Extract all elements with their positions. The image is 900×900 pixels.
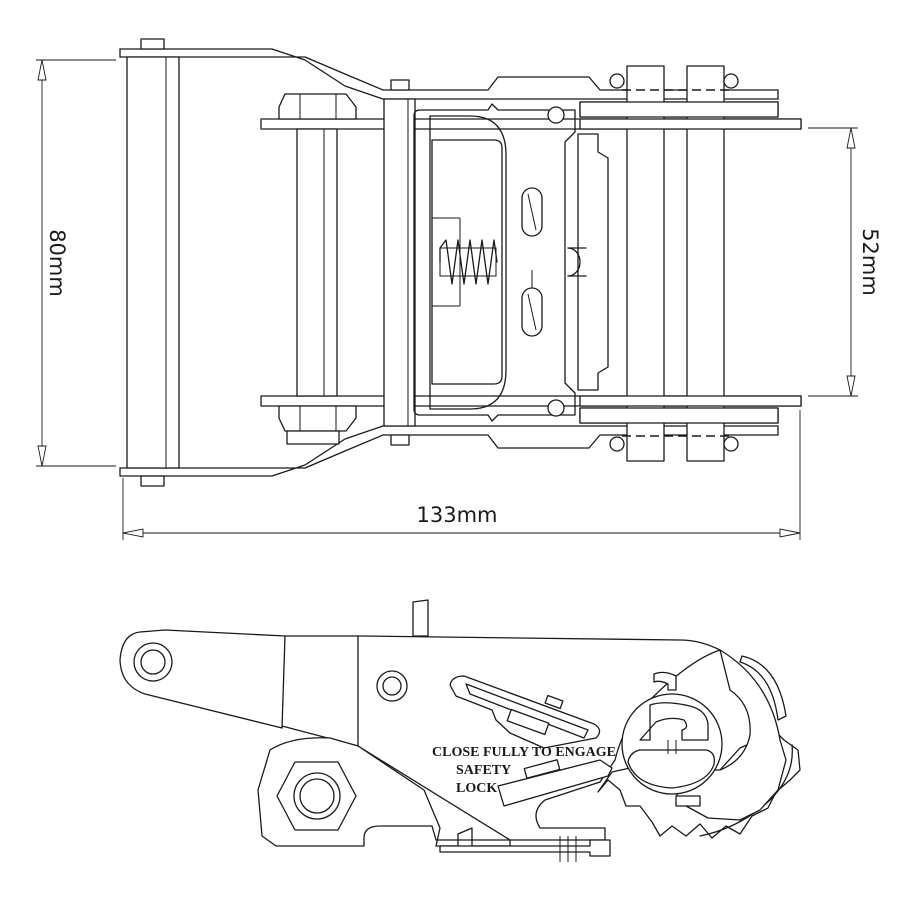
spool-frame — [577, 133, 609, 391]
dimension-length-label: 133mm — [417, 503, 498, 527]
warning-line-3: LOCK — [456, 781, 497, 796]
side-view: CLOSE FULLY TO ENGAGE SAFETY LOCK — [119, 599, 801, 862]
spool-right — [686, 65, 725, 462]
hex-nut-bottom — [278, 405, 357, 432]
warning-line-1: CLOSE FULLY TO ENGAGE — [432, 745, 616, 760]
top-view: 80mm 52mm 133mm — [36, 38, 882, 540]
dimension-inner-label: 52mm — [858, 228, 882, 296]
left-roller — [126, 56, 180, 469]
release-tab — [412, 599, 429, 637]
bolt-shaft — [296, 128, 338, 397]
dimension-height-label: 80mm — [45, 229, 69, 297]
spring — [439, 239, 498, 285]
latch-frame — [413, 103, 576, 422]
handle-outline-bottom — [119, 425, 779, 477]
hex-nut-top — [278, 93, 357, 120]
spool-left — [626, 65, 665, 462]
pivot-bar — [383, 98, 416, 427]
handle-outline — [119, 48, 779, 100]
warning-line-2: SAFETY — [456, 763, 511, 778]
